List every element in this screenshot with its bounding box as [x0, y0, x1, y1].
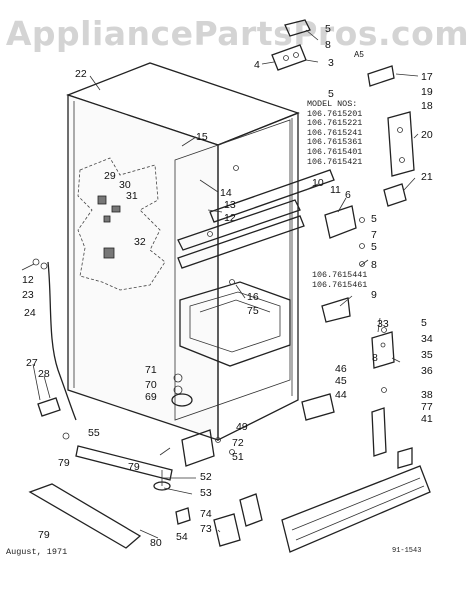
model-list-2: 106.7615441 106.7615461: [312, 270, 368, 290]
callout-71: 71: [145, 364, 157, 376]
callout-72: 72: [232, 437, 244, 449]
cabinet: [66, 62, 300, 442]
screws: [62, 165, 387, 455]
model-number: 106.7615441: [312, 270, 368, 280]
callout-55: 55: [88, 427, 100, 439]
callout-77: 77: [421, 401, 433, 413]
callout-34: 34: [421, 333, 433, 345]
callout-8-mid: 8: [371, 259, 377, 271]
hinge-brackets: [321, 65, 415, 323]
callout-5-mid-b: 5: [371, 241, 377, 253]
callout-a5: A5: [354, 50, 364, 59]
callout-69: 69: [145, 391, 157, 403]
watermark: AppliancePartsPros.com: [5, 14, 470, 53]
model-number: 106.7615421: [307, 156, 363, 167]
callout-75: 75: [247, 305, 259, 317]
callout-4: 4: [254, 59, 260, 71]
callout-52: 52: [200, 471, 212, 483]
callout-27: 27: [26, 357, 38, 369]
callout-5-top: 5: [325, 23, 331, 35]
model-number: 106.7615461: [312, 279, 368, 290]
callout-33: 33: [377, 318, 389, 330]
callout-79-b: 79: [128, 461, 140, 473]
model-number: 106.7615201: [307, 108, 363, 119]
callout-28: 28: [38, 368, 50, 380]
callout-70: 70: [145, 379, 157, 391]
insulation-cutaway: [77, 157, 166, 291]
callout-22: 22: [75, 68, 87, 80]
callout-13: 13: [224, 199, 236, 211]
callout-35: 35: [421, 349, 433, 361]
bottom-rails: [28, 445, 431, 553]
callout-11: 11: [330, 184, 341, 196]
model-number: 106.7615221: [307, 118, 363, 129]
model-list-1: MODEL NOS: 106.7615201 106.7615221 106.7…: [307, 99, 363, 167]
callout-6: 6: [345, 189, 351, 201]
callout-15: 15: [196, 131, 208, 143]
callout-46: 46: [335, 363, 347, 375]
callout-80: 80: [150, 537, 162, 549]
cord: [32, 258, 77, 421]
model-number: 106.7615361: [307, 137, 363, 148]
callout-38: 38: [421, 389, 433, 401]
model-number: 106.7615401: [307, 146, 363, 157]
callout-5-mid-a: 5: [371, 213, 377, 225]
model-heading: MODEL NOS:: [307, 99, 358, 109]
callout-8-low: 8: [372, 352, 378, 364]
callout-23: 23: [22, 289, 34, 301]
crisper-tray: [179, 281, 291, 367]
callout-31: 31: [126, 190, 138, 202]
callout-74: 74: [200, 508, 212, 520]
callout-73: 73: [200, 523, 212, 535]
callout-14: 14: [220, 187, 232, 199]
callout-79-a: 79: [58, 457, 70, 469]
callout-44: 44: [335, 389, 347, 401]
figure-code: 91-1543: [392, 547, 422, 555]
callout-3: 3: [328, 57, 334, 69]
date-note: August, 1971: [6, 547, 68, 557]
callout-16: 16: [247, 291, 259, 303]
callout-29: 29: [104, 170, 116, 182]
callout-12-left: 12: [22, 274, 34, 286]
callout-21: 21: [421, 171, 433, 183]
callout-49: 49: [236, 421, 248, 433]
callout-19: 19: [421, 86, 433, 98]
callout-12-right: 12: [224, 212, 236, 224]
inner-rails: [177, 169, 335, 269]
callout-5-hinge: 5: [328, 88, 334, 100]
callout-8-top: 8: [325, 39, 331, 51]
callout-24: 24: [24, 307, 36, 319]
callout-18: 18: [421, 100, 433, 112]
callout-labels: 22 15 5 8 3 A5 4 5 17 19 18 20 21 10 11 …: [22, 23, 433, 549]
callout-54: 54: [176, 531, 188, 543]
model-number: 106.7615241: [307, 127, 363, 138]
callout-10: 10: [312, 177, 324, 189]
callout-32: 32: [134, 236, 146, 248]
callout-17: 17: [421, 71, 433, 83]
callout-30: 30: [119, 179, 131, 191]
leader-lines: [21, 29, 419, 539]
callout-9: 9: [371, 289, 377, 301]
callout-79-c: 79: [38, 529, 50, 541]
callout-20: 20: [421, 129, 433, 141]
callout-36: 36: [421, 365, 433, 377]
callout-7: 7: [371, 229, 377, 241]
callout-51: 51: [232, 451, 244, 463]
callout-45: 45: [335, 375, 347, 387]
callout-41: 41: [421, 413, 433, 425]
callout-5-low: 5: [421, 317, 427, 329]
callout-53: 53: [200, 487, 212, 499]
top-hinge: [271, 19, 311, 71]
center-hinge: [301, 331, 413, 469]
